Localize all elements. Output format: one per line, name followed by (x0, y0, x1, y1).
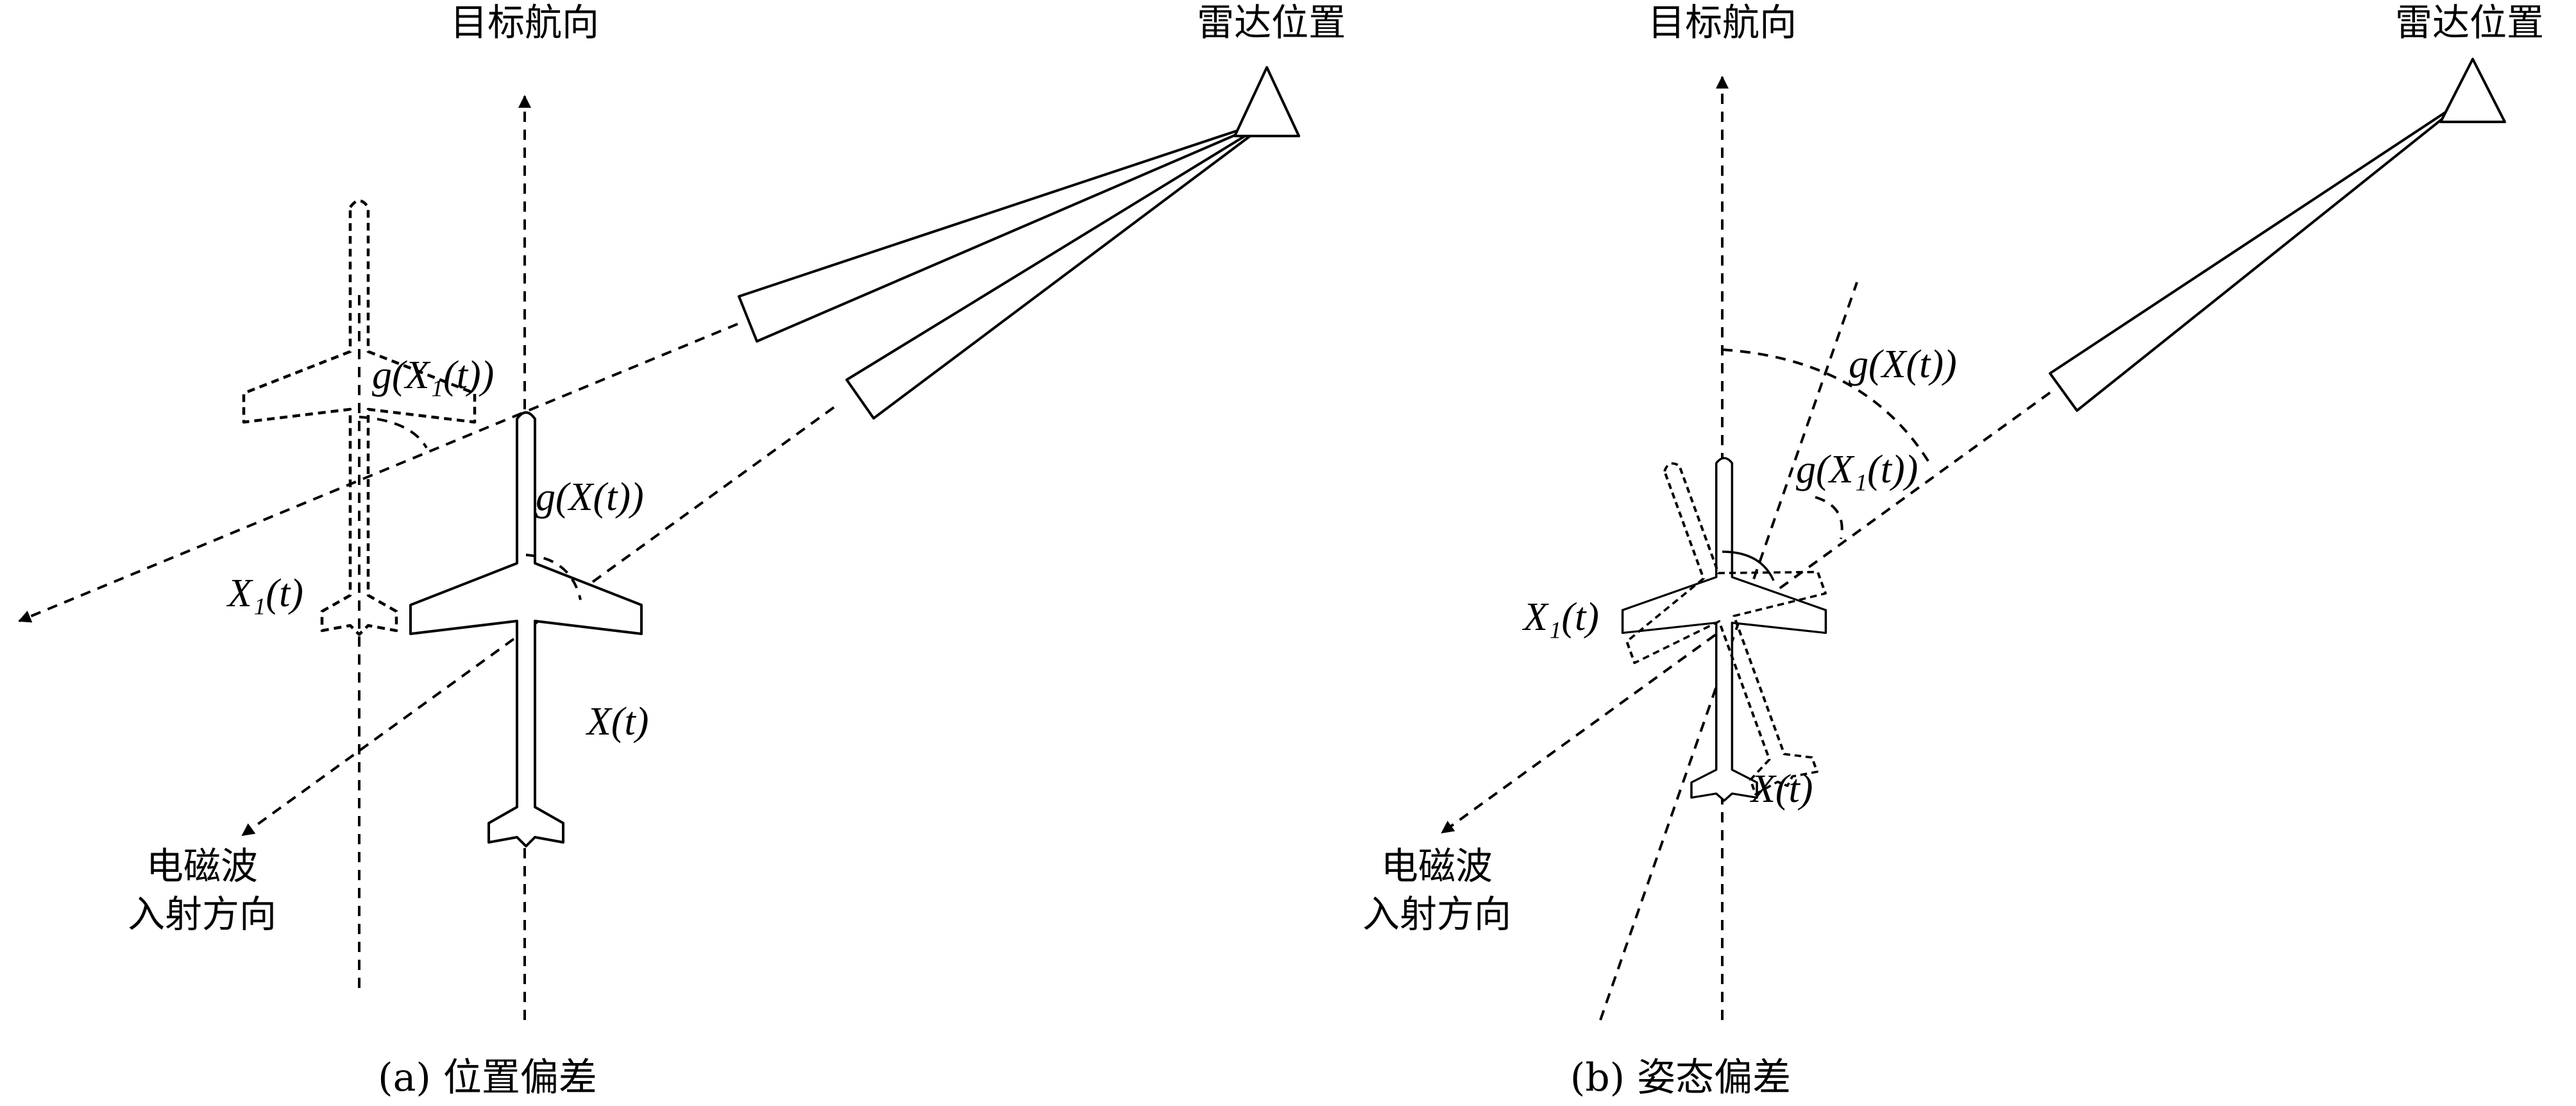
radar-beam-b (2049, 92, 2476, 412)
caption-a: (a) 位置偏差 (378, 1055, 597, 1100)
radar-label-a: 雷达位置 (1197, 1, 1346, 44)
target-label-b: X(t) (1749, 767, 1813, 811)
plane-target-b (1621, 457, 1827, 802)
angle-arc-target-b (1722, 348, 1932, 466)
incidence-line-upper (18, 323, 738, 623)
attitude-axis-b (1599, 282, 1858, 1021)
angle-label-target-b: g(X(t)) (1849, 343, 1957, 386)
heading-label-b: 目标航向 (1648, 1, 1797, 44)
angle-label-target-a: g(X(t)) (536, 475, 644, 519)
radar-beam-upper (738, 117, 1275, 343)
panel-b: 目标航向 雷达位置 g(X(t)) g(X₁(t)) X₁(t) X(t) 电磁… (1362, 1, 2544, 1100)
angle-arc-shifted-a (359, 416, 428, 449)
angle-label-shifted-b: g(X₁(t)) (1796, 448, 1918, 491)
panel-a: 目标航向 雷达位置 g(X₁(t)) g(X(t)) X₁(t) X(t) 电磁… (18, 1, 1346, 1100)
shifted-label-b: X₁(t) (1521, 595, 1599, 639)
angle-arc-small-b (1722, 550, 1775, 581)
radar-triangle-a (1233, 66, 1300, 137)
incidence-label-b-1: 电磁波 (1381, 844, 1493, 888)
caption-b: (b) 姿态偏差 (1570, 1055, 1791, 1100)
radar-label-b: 雷达位置 (2395, 1, 2544, 44)
target-label-a: X(t) (585, 700, 648, 744)
angle-arc-target-a (525, 554, 582, 600)
incidence-label-b-2: 入射方向 (1362, 892, 1511, 936)
angle-arc-shifted-b (1815, 496, 1843, 540)
shifted-label-a: X₁(t) (226, 572, 303, 615)
radar-beam-lower (845, 117, 1275, 420)
angle-label-shifted-a: g(X₁(t)) (372, 353, 494, 397)
heading-label-a: 目标航向 (450, 1, 599, 44)
incidence-label-a-2: 入射方向 (128, 892, 276, 936)
radar-triangle-b (2439, 58, 2506, 123)
incidence-label-a-1: 电磁波 (146, 844, 258, 888)
